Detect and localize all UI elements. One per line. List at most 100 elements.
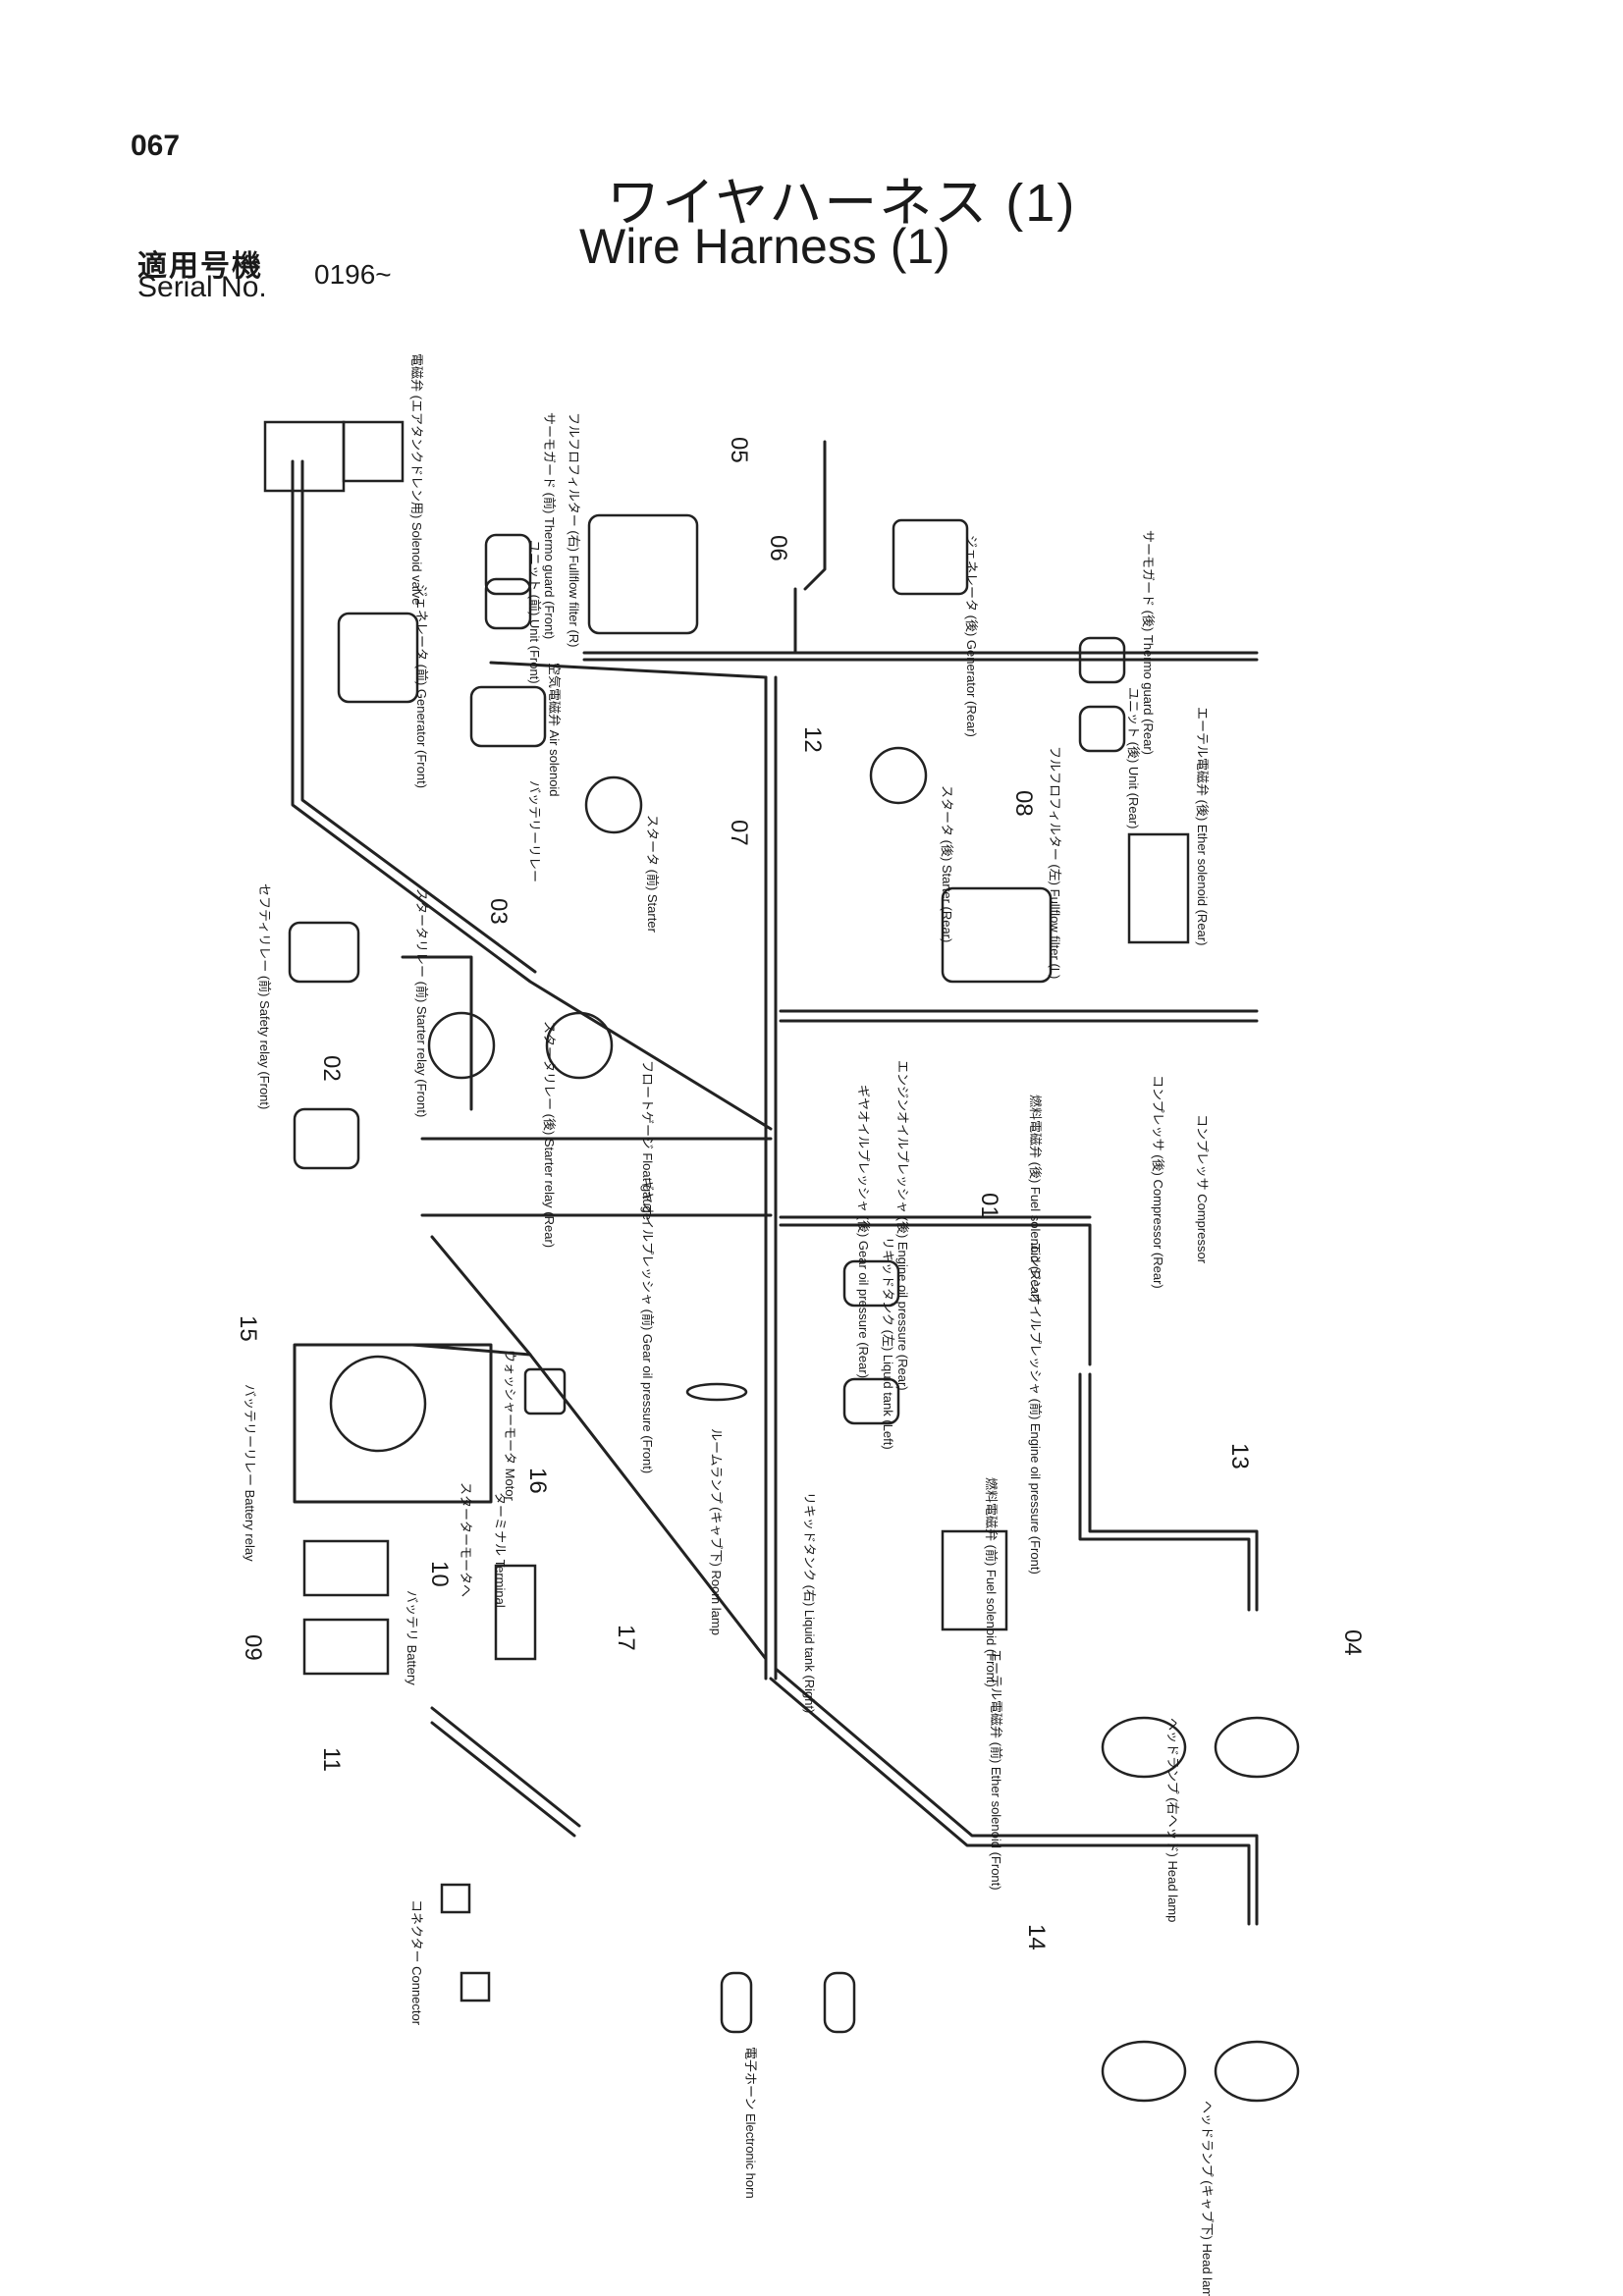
label-starter-rear: スタータ (後) Starter (Rear) [940,785,954,942]
starter-rear [869,746,928,805]
electronic-horn-1 [720,1971,753,2034]
label-washer-motor: ウォッシャーモータ Motor [503,1350,517,1502]
unit-front [484,577,532,630]
title-japanese: ワイヤハーネス (1) [607,174,1077,233]
connector-2 [460,1971,491,2002]
label-engine-oil-front: エンジンオイルプレッシャ (前) Engine oil pressure (Fr… [1028,1242,1043,1575]
electronic-horn-2 [823,1971,856,2034]
label-head-lamp-right: ヘッドランプ (右ヘッド) Head lamp [1165,1718,1180,1922]
battery-1 [302,1539,390,1597]
head-lamp-right-1 [1101,1716,1187,1779]
label-compressor-rear: コンプレッサ (後) Compressor (Rear) [1151,1075,1165,1289]
label-fuel-solenoid-rear: 燃料電磁弁 (後) Fuel solenoid (Rear) [1028,1095,1043,1303]
washer-motor [523,1367,567,1415]
label-gear-oil-rear: ギヤオイルプレッシャ (後) Gear oil pressure (Rear) [856,1085,871,1378]
label-generator-front: ジェネレータ (前) Generator (Front) [414,584,429,788]
label-liquid-tank-right: リキッドタンク (右) Liquid tank (Right) [802,1492,817,1713]
solenoid-valve-coil [342,420,405,483]
label-generator-rear: ジェネレータ (後) Generator (Rear) [964,535,979,737]
label-solenoid-valve: 電磁弁 (エアタンクドレン用) Solenoid valve [409,353,424,605]
label-room-lamp: ルームランプ (キャブ下) Room lamp [709,1428,724,1635]
callout-numbers: 01 02 03 04 05 06 07 08 09 10 11 12 13 1… [235,437,1366,1950]
label-electronic-horn: 電子ホーン Electronic horn [743,2047,758,2199]
callout-17: 17 [613,1625,639,1651]
label-fullflow-filter-r: フルフロフィルター (右) Fullflow filter (R) [567,412,581,648]
liquid-tank-right [842,1377,900,1425]
label-thermo-guard-rear: サーモガード (後) Thermo guard (Rear) [1141,530,1156,755]
label-starter-front: スタータ (前) Starter [645,815,660,934]
generator-front [337,612,419,704]
label-battery-relay-small: バッテリーリレー [527,780,542,882]
label-liquid-tank-left: リキッドタンク (左) Liquid tank (Left) [881,1237,895,1450]
label-gear-oil-front: ギヤオイルプレッシャ (前) Gear oil pressure (Front) [640,1178,655,1473]
battery-relay [329,1355,427,1453]
safety-relay-2 [293,1107,360,1170]
label-ether-solenoid-front: エーテル電磁弁 (前) Ether solenoid (Front) [989,1649,1003,1891]
label-unit-rear: ユニット (後) Unit (Rear) [1126,687,1141,828]
label-fuel-solenoid-front: 燃料電磁弁 (前) Fuel solenoid (Front) [984,1477,999,1687]
terminal-block [494,1564,537,1661]
title-english: Wire Harness (1) [579,219,950,274]
serial-label-english: Serial No. [137,271,267,303]
callout-15: 15 [235,1315,261,1342]
label-battery-relay: バッテリーリレー Battery relay [243,1384,257,1562]
callout-12: 12 [799,726,826,753]
label-air-solenoid: 空気電磁弁 Air solenoid [547,663,562,797]
head-lamp-right-2 [1214,1716,1300,1779]
ether-solenoid-front [941,1529,1008,1631]
callout-14: 14 [1023,1924,1050,1950]
unit-rear [1078,705,1126,753]
components [263,420,1300,2103]
callout-01: 01 [976,1193,1002,1219]
label-connector: コネクター Connector [409,1899,424,2026]
head-lamp-cab-1 [1101,2040,1187,2103]
label-terminal: ターミナル Terminal [493,1492,508,1608]
label-compressor: コンプレッサ Compressor [1195,1114,1210,1264]
serial-label-japanese: 適用号機 [137,250,263,283]
callout-08: 08 [1010,790,1037,817]
label-starter-motor-terminal: スターターモータへ [459,1482,473,1597]
callout-05a: 05 [726,437,752,463]
label-ether-solenoid-rear: エーテル電磁弁 (後) Ether solenoid (Rear) [1195,707,1210,945]
room-lamp [685,1382,748,1402]
label-safety-relay-front: セフティリレー (前) Safety relay (Front) [257,883,272,1109]
component-labels: 電磁弁 (エアタンクドレン用) Solenoid valve サーモガード (前… [243,353,1215,2296]
fullflow-filter-l [941,886,1053,984]
serial-value: 0196~ [314,259,392,290]
fullflow-filter-r [587,513,699,635]
label-head-lamp-cab: ヘッドランプ (キャブ下) Head lamp [1200,2101,1215,2296]
connector-1 [440,1883,471,1914]
label-thermo-guard-front: サーモガード (前) Thermo guard (Front) [542,412,557,639]
callout-04a: 04 [1339,1629,1366,1656]
callout-09: 09 [240,1634,266,1661]
label-fullflow-filter-l: フルフロフィルター (左) Fullflow filter (L) [1048,746,1062,979]
air-solenoid [469,685,547,748]
label-starter-relay-front: スタータリレー (前) Starter relay (Front) [414,888,429,1117]
label-engine-oil-rear: エンジンオイルプレッシャ (後) Engine oil pressure (Re… [895,1060,910,1391]
callout-16: 16 [524,1468,551,1494]
label-starter-relay-rear: スタータリレー (後) Starter relay (Rear) [542,1021,557,1248]
page-number: 067 [131,130,181,162]
thermo-guard-front [484,533,532,596]
generator-rear [892,518,969,596]
label-battery: バッテリ Battery [405,1590,419,1685]
head-lamp-cab-2 [1214,2040,1300,2103]
callout-03: 03 [485,898,512,925]
label-unit-front: ユニット (前) Unit (Front) [527,540,542,684]
callout-13: 13 [1226,1443,1253,1469]
starter-front [584,775,643,834]
battery-2 [302,1618,390,1676]
label-float-gauge: フロートゲージ Float gauge [640,1060,655,1220]
solenoid-valve-body [263,420,346,493]
callout-06a: 06 [765,535,791,561]
thermo-guard-rear [1078,636,1126,684]
liquid-tank-left [842,1259,900,1308]
safety-relay-front [288,921,360,984]
callout-07: 07 [726,820,752,846]
starter-relay-rear [545,1011,614,1080]
harness-trunk-lines [291,440,1259,1926]
ether-solenoid-rear [1127,832,1190,944]
starter-relay-front [427,1011,496,1080]
callout-11: 11 [318,1747,345,1772]
